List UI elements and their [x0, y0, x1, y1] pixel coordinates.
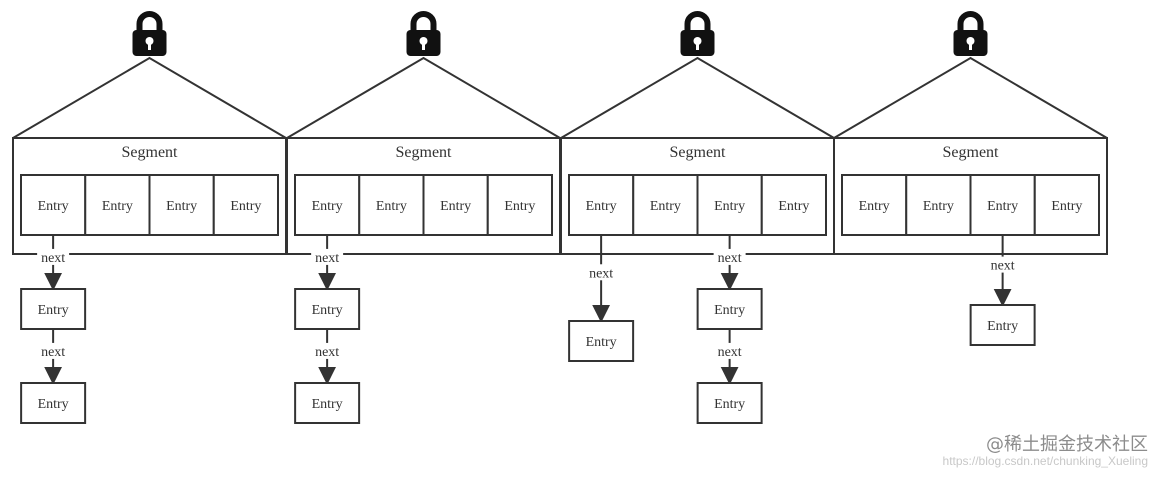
- lock-icon: [680, 11, 715, 56]
- entry-label: Entry: [923, 199, 954, 214]
- segment-roof: [560, 56, 835, 139]
- next-label: next: [718, 251, 742, 266]
- next-label: next: [589, 266, 613, 281]
- chained-entry-box: [568, 320, 635, 362]
- next-label: next: [991, 259, 1015, 274]
- next-label: next: [315, 251, 339, 266]
- chained-entry-label: Entry: [714, 397, 745, 412]
- entry-label: Entry: [166, 199, 197, 214]
- entry-label: Entry: [714, 199, 745, 214]
- entry-cell: [696, 174, 763, 236]
- watermark-brand: @稀土掘金技术社区: [986, 434, 1148, 455]
- watermark: @稀土掘金技术社区 https://blog.csdn.net/chunking…: [943, 430, 1148, 468]
- lock-keyhole: [966, 37, 975, 45]
- segment-label: Segment: [670, 144, 727, 161]
- entry-label: Entry: [504, 199, 535, 214]
- chained-entry-box: [294, 382, 361, 424]
- segment-label: Segment: [122, 144, 179, 161]
- chained-entry-box: [20, 382, 87, 424]
- lock-shackle: [957, 11, 984, 30]
- chained-entry-label: Entry: [586, 335, 617, 350]
- entry-cell: [841, 174, 908, 236]
- entry-label: Entry: [38, 199, 69, 214]
- entry-cell: [148, 174, 215, 236]
- entry-label: Entry: [778, 199, 809, 214]
- entry-label: Entry: [586, 199, 617, 214]
- next-label-bg: [986, 256, 1019, 273]
- lock-keyhole-slot: [696, 42, 699, 50]
- entry-cell: [212, 174, 279, 236]
- entry-label: Entry: [230, 199, 261, 214]
- entry-cell: [358, 174, 425, 236]
- next-label-bg: [311, 342, 344, 359]
- entry-label: Entry: [376, 199, 407, 214]
- lock-keyhole-slot: [148, 42, 151, 50]
- next-label: next: [718, 345, 742, 360]
- next-label-bg: [311, 248, 344, 265]
- entry-label: Entry: [859, 199, 890, 214]
- next-label: next: [41, 345, 65, 360]
- entry-cell: [1033, 174, 1100, 236]
- next-label: next: [315, 345, 339, 360]
- entry-cell: [760, 174, 827, 236]
- entry-label: Entry: [312, 199, 343, 214]
- segment-roof: [286, 56, 561, 139]
- chained-entry-box: [696, 382, 763, 424]
- segment-label: Segment: [396, 144, 453, 161]
- next-label-bg: [713, 248, 746, 265]
- entry-cell: [905, 174, 972, 236]
- chained-entry-label: Entry: [38, 303, 69, 318]
- lock-keyhole-slot: [422, 42, 425, 50]
- entry-label: Entry: [987, 199, 1018, 214]
- chained-entry-label: Entry: [312, 397, 343, 412]
- lock-keyhole: [145, 37, 154, 45]
- lock-icon: [953, 11, 988, 56]
- lock-shackle: [684, 11, 711, 30]
- chained-entry-label: Entry: [714, 303, 745, 318]
- lock-shackle: [136, 11, 163, 30]
- lock-keyhole: [693, 37, 702, 45]
- lock-icon: [406, 11, 441, 56]
- chained-entry-box: [969, 304, 1036, 346]
- segment-box: [833, 137, 1108, 255]
- chained-entry-box: [696, 288, 763, 330]
- entry-label: Entry: [102, 199, 133, 214]
- lock-shackle: [410, 11, 437, 30]
- lock-keyhole-slot: [969, 42, 972, 50]
- segment-label: Segment: [943, 144, 1000, 161]
- entry-cell: [632, 174, 699, 236]
- entry-label: Entry: [650, 199, 681, 214]
- chained-entry-label: Entry: [312, 303, 343, 318]
- entry-cell: [20, 174, 87, 236]
- next-label: next: [41, 251, 65, 266]
- lock-keyhole: [419, 37, 428, 45]
- next-label-bg: [713, 342, 746, 359]
- lock-icon: [132, 11, 167, 56]
- entry-cell: [486, 174, 553, 236]
- next-label-bg: [37, 342, 70, 359]
- chained-entry-label: Entry: [38, 397, 69, 412]
- segment-roof: [12, 56, 287, 139]
- next-label-bg: [37, 248, 70, 265]
- segment-roof: [833, 56, 1108, 139]
- entry-label: Entry: [440, 199, 471, 214]
- watermark-url: https://blog.csdn.net/chunking_Xueling: [942, 454, 1148, 468]
- chained-entry-label: Entry: [987, 319, 1018, 334]
- next-label-bg: [585, 264, 618, 281]
- entry-label: Entry: [1051, 199, 1082, 214]
